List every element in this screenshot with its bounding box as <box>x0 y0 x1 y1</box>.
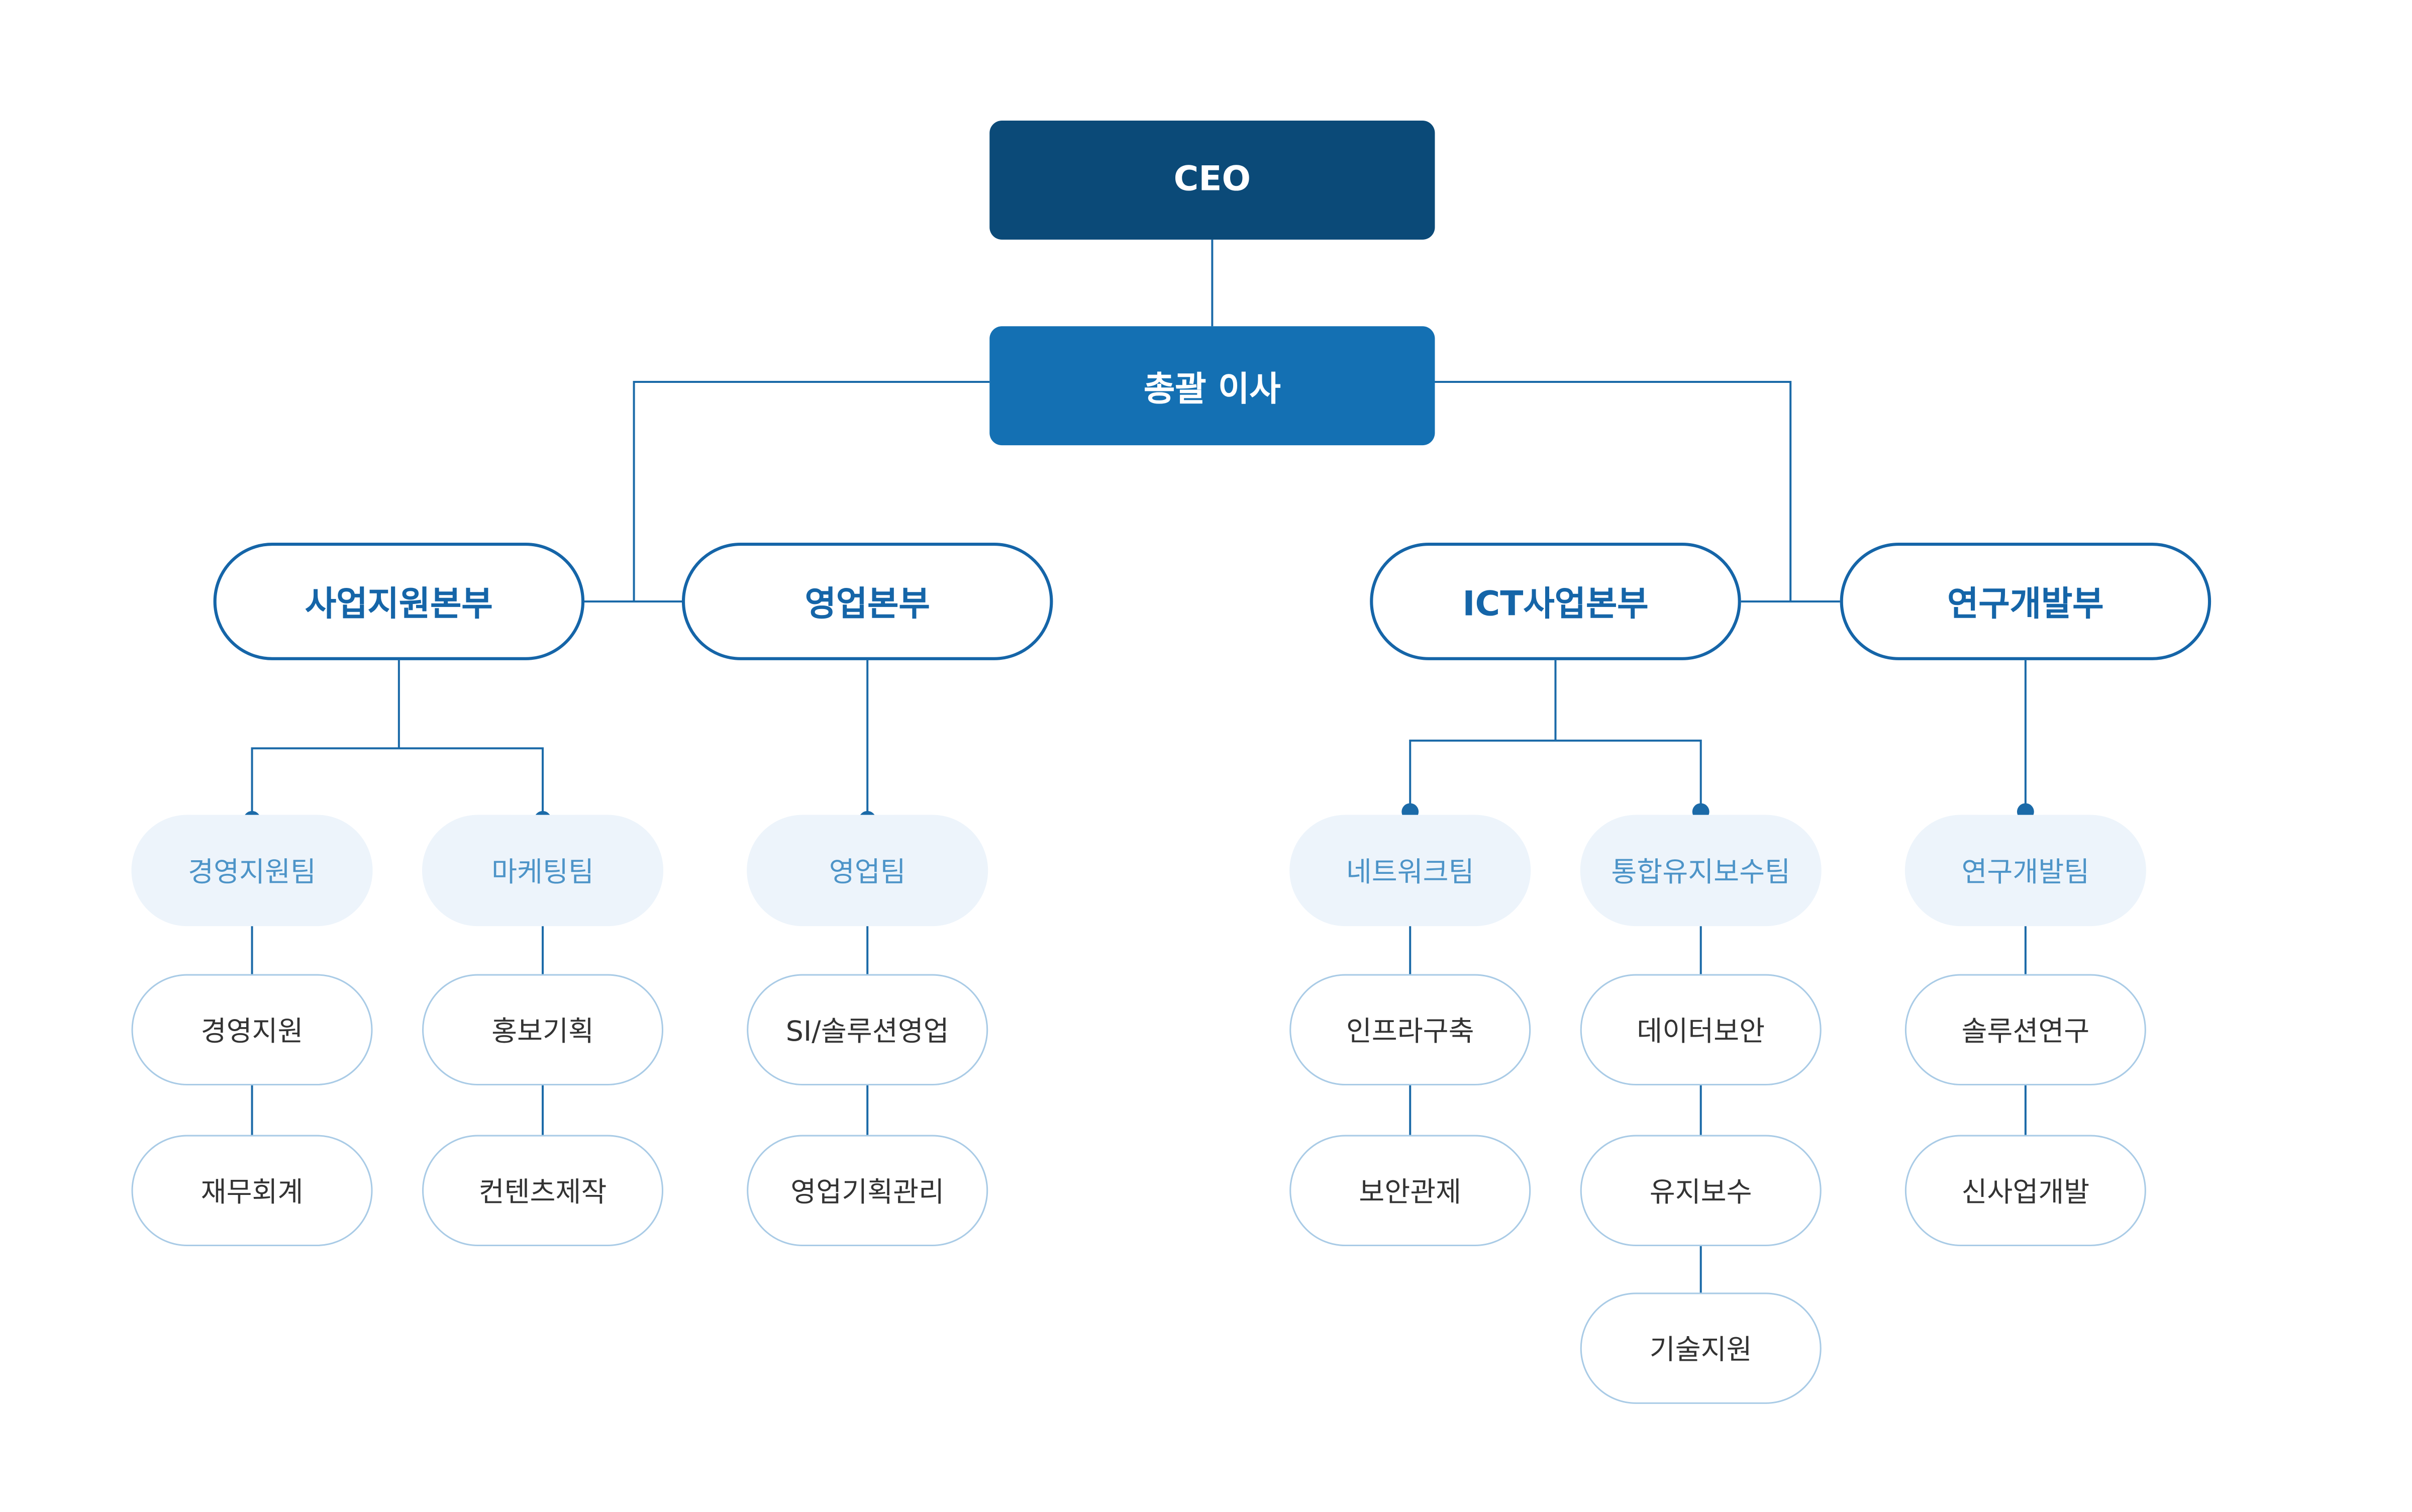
unit-tech-support: 기술지원 <box>1580 1292 1822 1404</box>
unit-content-production: 컨텐츠제작 <box>422 1135 664 1247</box>
unit-management-support: 경영지원 <box>131 974 373 1086</box>
ceo-box: CEO <box>989 121 1435 240</box>
team-network: 네트워크팀 <box>1289 815 1531 927</box>
unit-infrastructure: 인프라구축 <box>1289 974 1531 1086</box>
team-integrated-maintenance: 통합유지보수팀 <box>1580 815 1822 927</box>
connector-div3-teams <box>1409 660 1702 812</box>
connector-team-units <box>251 926 2027 1294</box>
unit-pr-planning: 홍보기획 <box>422 974 664 1086</box>
division-sales: 영업본부 <box>681 543 1053 660</box>
unit-new-business: 신사업개발 <box>1904 1135 2146 1247</box>
unit-security-control: 보안관제 <box>1289 1135 1531 1247</box>
unit-solution-research: 솔루션연구 <box>1904 974 2146 1086</box>
team-management-support: 경영지원팀 <box>131 815 373 927</box>
unit-maintenance: 유지보수 <box>1580 1135 1822 1247</box>
unit-sales-planning: 영업기획관리 <box>747 1135 988 1247</box>
unit-finance-accounting: 재무회계 <box>131 1135 373 1247</box>
division-rnd: 연구개발부 <box>1840 543 2212 660</box>
connector-div1-teams <box>251 660 544 820</box>
team-sales: 영업팀 <box>747 815 988 927</box>
division-business-support: 사업지원본부 <box>213 543 585 660</box>
connector-director-left <box>633 381 990 601</box>
unit-si-solution-sales: SI/솔루션영업 <box>747 974 988 1086</box>
connector-director-right <box>1435 381 1792 601</box>
unit-data-security: 데이터보안 <box>1580 974 1822 1086</box>
team-marketing: 마케팅팀 <box>422 815 664 927</box>
team-rnd: 연구개발팀 <box>1904 815 2146 927</box>
director-box: 총괄 이사 <box>989 326 1435 446</box>
division-ict: ICT사업본부 <box>1370 543 1741 660</box>
